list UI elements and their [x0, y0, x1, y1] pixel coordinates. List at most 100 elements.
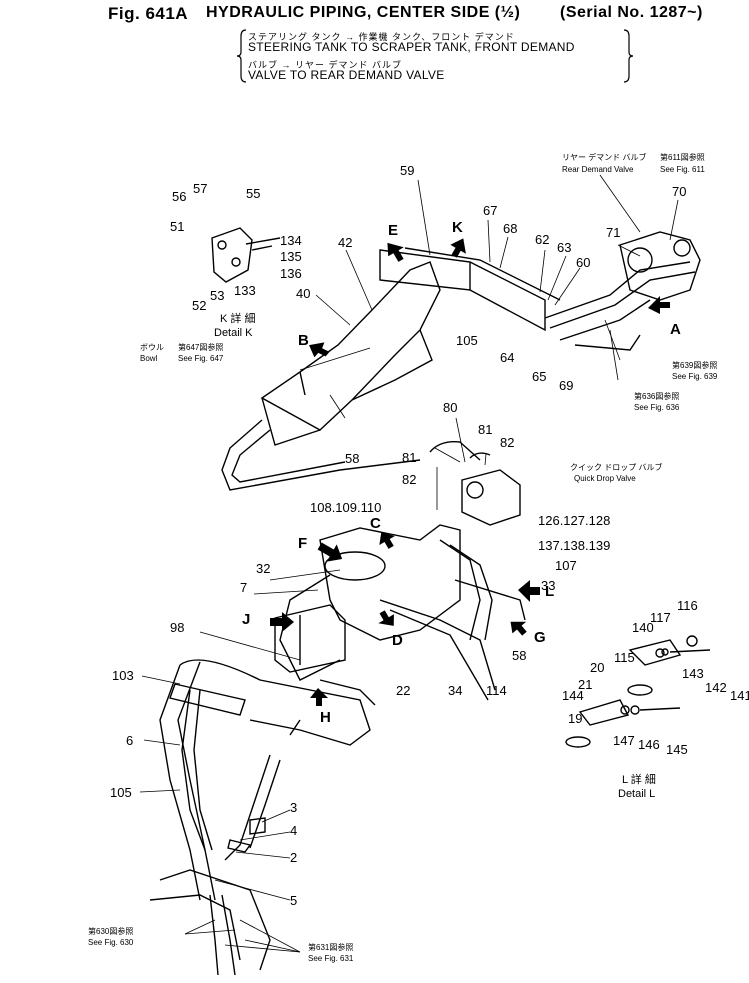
part-2: 2 [290, 850, 297, 865]
gooseneck-frame [260, 261, 441, 431]
center-frame [319, 524, 461, 641]
part-64: 64 [500, 350, 514, 365]
part-141: 141 [730, 688, 749, 703]
part-56: 56 [172, 189, 186, 204]
fig-639-jp: 第639図参照 [672, 360, 717, 370]
arrow-b [309, 342, 330, 358]
lower-arch [179, 659, 371, 746]
arrow-j [270, 612, 294, 632]
part-52: 52 [192, 298, 206, 313]
part-146: 146 [638, 737, 660, 752]
detail-k-jp: K 詳 細 [220, 311, 255, 325]
part-71: 71 [606, 225, 620, 240]
part-108-109-110: 108.109.110 [310, 500, 381, 515]
fig-639-ref: See Fig. 639 [672, 372, 718, 381]
view-label-h: H [320, 709, 331, 726]
figure-title: HYDRAULIC PIPING, CENTER SIDE (½) [206, 4, 521, 21]
fig-630-ref: See Fig. 630 [88, 938, 134, 947]
part-81-right: 81 [478, 422, 492, 437]
part-82-right: 82 [500, 435, 514, 450]
arrow-c [379, 532, 395, 549]
part-115: 115 [614, 650, 635, 665]
fig-631-ref: See Fig. 631 [308, 954, 354, 963]
part-80: 80 [443, 400, 457, 415]
part-40: 40 [296, 286, 310, 301]
band-strap [169, 683, 246, 716]
part-68: 68 [503, 221, 517, 236]
direction-arrows [270, 238, 670, 706]
bowl-fig-ref: See Fig. 647 [178, 354, 224, 363]
part-22: 22 [396, 683, 410, 698]
center-cylinder [324, 551, 386, 581]
j-block [274, 604, 346, 673]
arrow-k [450, 238, 466, 258]
view-label-d: D [392, 632, 403, 649]
part-6: 6 [126, 733, 133, 748]
arrow-f [317, 542, 343, 562]
part-114: 114 [486, 683, 507, 698]
machine-drawing [149, 227, 711, 976]
serial-range: (Serial No. 1287~) [560, 4, 703, 21]
part-7: 7 [240, 580, 247, 595]
part-143: 143 [682, 666, 704, 681]
part-63: 63 [557, 240, 571, 255]
subtitle-line2-jp: バルブ → リヤー デマンド バルブ [248, 60, 403, 70]
arrow-letters: E K B A C F J D L G H [242, 219, 681, 726]
part-57: 57 [193, 181, 207, 196]
quick-drop-ref: Quick Drop Valve [574, 474, 636, 483]
part-126-127-128: 126.127.128 [538, 513, 610, 528]
arrow-e [387, 242, 404, 262]
arrow-d [378, 610, 394, 626]
bowl-ref: Bowl [140, 354, 158, 363]
subtitle-line1-jp: ステアリング タンク → 作業機 タンク、フロント デマンド [248, 32, 515, 42]
part-labels: 59 67 68 62 63 60 71 70 42 40 105 64 65 … [110, 163, 749, 908]
arrow-a [648, 296, 670, 314]
fig-636-ref: See Fig. 636 [634, 403, 680, 412]
view-label-k: K [452, 219, 463, 236]
quick-drop-jp: クイック ドロップ バルブ [570, 462, 662, 472]
detail-l-clamp-upper [628, 639, 682, 666]
fig-636-jp: 第636図参照 [634, 391, 679, 401]
rear-pipe [544, 261, 691, 319]
view-label-a: A [670, 321, 681, 338]
part-65: 65 [532, 369, 546, 384]
leader-lines [139, 174, 679, 953]
part-32: 32 [256, 561, 270, 576]
part-98: 98 [170, 620, 184, 635]
part-140: 140 [632, 620, 654, 635]
detail-k-label: Detail K [214, 327, 253, 339]
subtitle-line2: VALVE TO REAR DEMAND VALVE [248, 68, 445, 82]
center-pipe [221, 419, 421, 491]
view-label-b: B [298, 332, 309, 349]
part-58-lower: 58 [512, 648, 526, 663]
part-136: 136 [280, 266, 302, 281]
part-103: 103 [112, 668, 134, 683]
subtitle-right-brace [623, 29, 634, 83]
part-34: 34 [448, 683, 462, 698]
part-58-upper: 58 [345, 451, 359, 466]
part-133: 133 [234, 283, 256, 298]
detail-captions: K 詳 細 Detail K L 詳 細 Detail L [214, 311, 656, 800]
figure-number: Fig. 641A [108, 4, 189, 23]
part-5: 5 [290, 893, 297, 908]
quick-drop-valve [461, 469, 521, 526]
part-59: 59 [400, 163, 414, 178]
reference-notes: リヤー デマンド バルブ 第611図参照 Rear Demand Valve S… [88, 152, 718, 963]
part-19: 19 [568, 711, 582, 726]
part-42: 42 [338, 235, 352, 250]
part-144: 144 [562, 688, 584, 703]
view-label-e: E [388, 222, 398, 239]
view-label-j: J [242, 611, 250, 628]
part-4: 4 [290, 823, 297, 838]
rear-valve-fig-ref: See Fig. 611 [660, 165, 705, 174]
rear-valve-jp: リヤー デマンド バルブ [562, 152, 646, 162]
part-142: 142 [705, 680, 727, 695]
fig-630-jp: 第630図参照 [88, 926, 133, 936]
arrow-g [510, 621, 527, 636]
part-105-upper: 105 [456, 333, 478, 348]
part-137-138-139: 137.138.139 [538, 538, 610, 553]
bowl-jp: ボウル [140, 343, 164, 352]
part-81-left: 81 [402, 450, 416, 465]
part-135: 135 [280, 249, 302, 264]
